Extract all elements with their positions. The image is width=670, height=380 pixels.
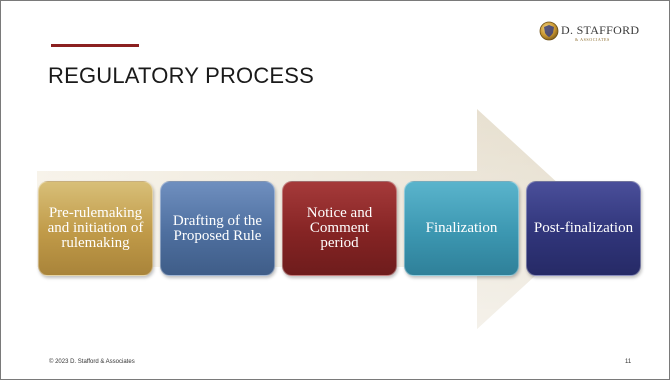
process-step-2-label: Drafting of the Proposed Rule	[172, 212, 263, 244]
process-step-1-label: Pre-rulemaking and initiation of rulemak…	[47, 205, 144, 251]
page-number: 11	[625, 359, 632, 365]
process-step-5-label: Post-finalization	[533, 220, 634, 236]
title-accent-line	[51, 44, 139, 47]
process-step-1: Pre-rulemaking and initiation of rulemak…	[38, 181, 153, 276]
logo-subtitle: & ASSOCIATES	[575, 37, 610, 42]
process-step-3: Notice and Comment period	[282, 181, 397, 276]
process-step-4-label: Finalization	[425, 220, 498, 236]
process-step-2: Drafting of the Proposed Rule	[160, 181, 275, 276]
footer-copyright: © 2023 D. Stafford & Associates	[49, 359, 135, 365]
process-step-3-label: Notice and Comment period	[306, 205, 373, 251]
process-step-5: Post-finalization	[526, 181, 641, 276]
shield-logo-icon	[539, 21, 559, 41]
slide-title: REGULATORY PROCESS	[48, 63, 315, 88]
company-logo: D. STAFFORD & ASSOCIATES	[539, 19, 649, 45]
process-step-4: Finalization	[404, 181, 519, 276]
logo-name: D. STAFFORD	[561, 23, 640, 37]
